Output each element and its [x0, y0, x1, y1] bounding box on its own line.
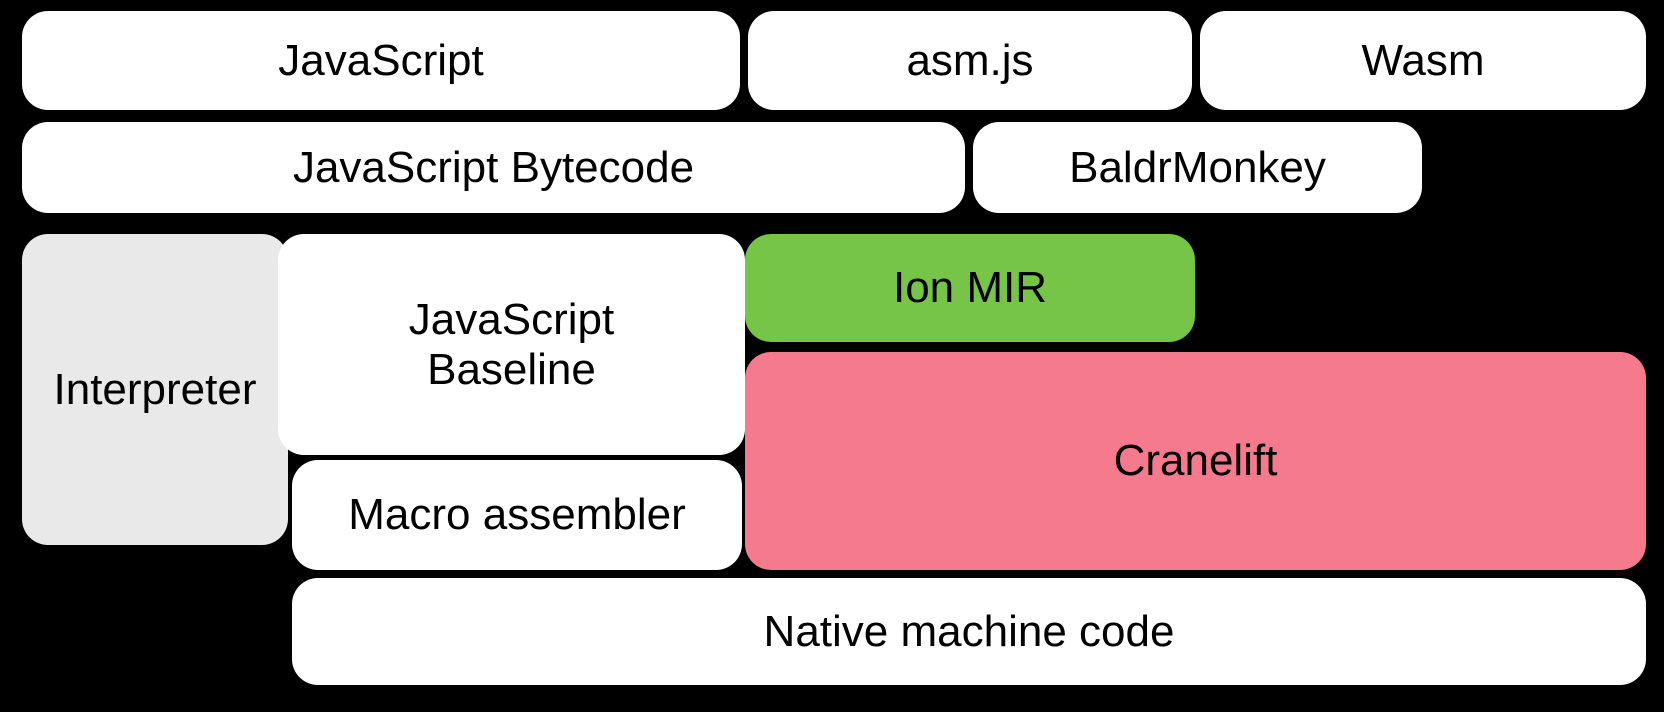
- node-javascript[interactable]: JavaScript: [22, 11, 740, 110]
- node-cranelift[interactable]: Cranelift: [745, 352, 1646, 570]
- node-baldrmonkey[interactable]: BaldrMonkey: [973, 122, 1422, 213]
- node-ion-mir[interactable]: Ion MIR: [745, 234, 1195, 342]
- node-asm-js[interactable]: asm.js: [748, 11, 1192, 110]
- node-native-machine-code[interactable]: Native machine code: [292, 578, 1646, 685]
- node-javascript-baseline[interactable]: JavaScript Baseline: [278, 234, 745, 455]
- node-wasm[interactable]: Wasm: [1200, 11, 1646, 110]
- node-javascript-bytecode[interactable]: JavaScript Bytecode: [22, 122, 965, 213]
- node-macro-assembler[interactable]: Macro assembler: [292, 460, 742, 570]
- node-interpreter[interactable]: Interpreter: [22, 234, 288, 545]
